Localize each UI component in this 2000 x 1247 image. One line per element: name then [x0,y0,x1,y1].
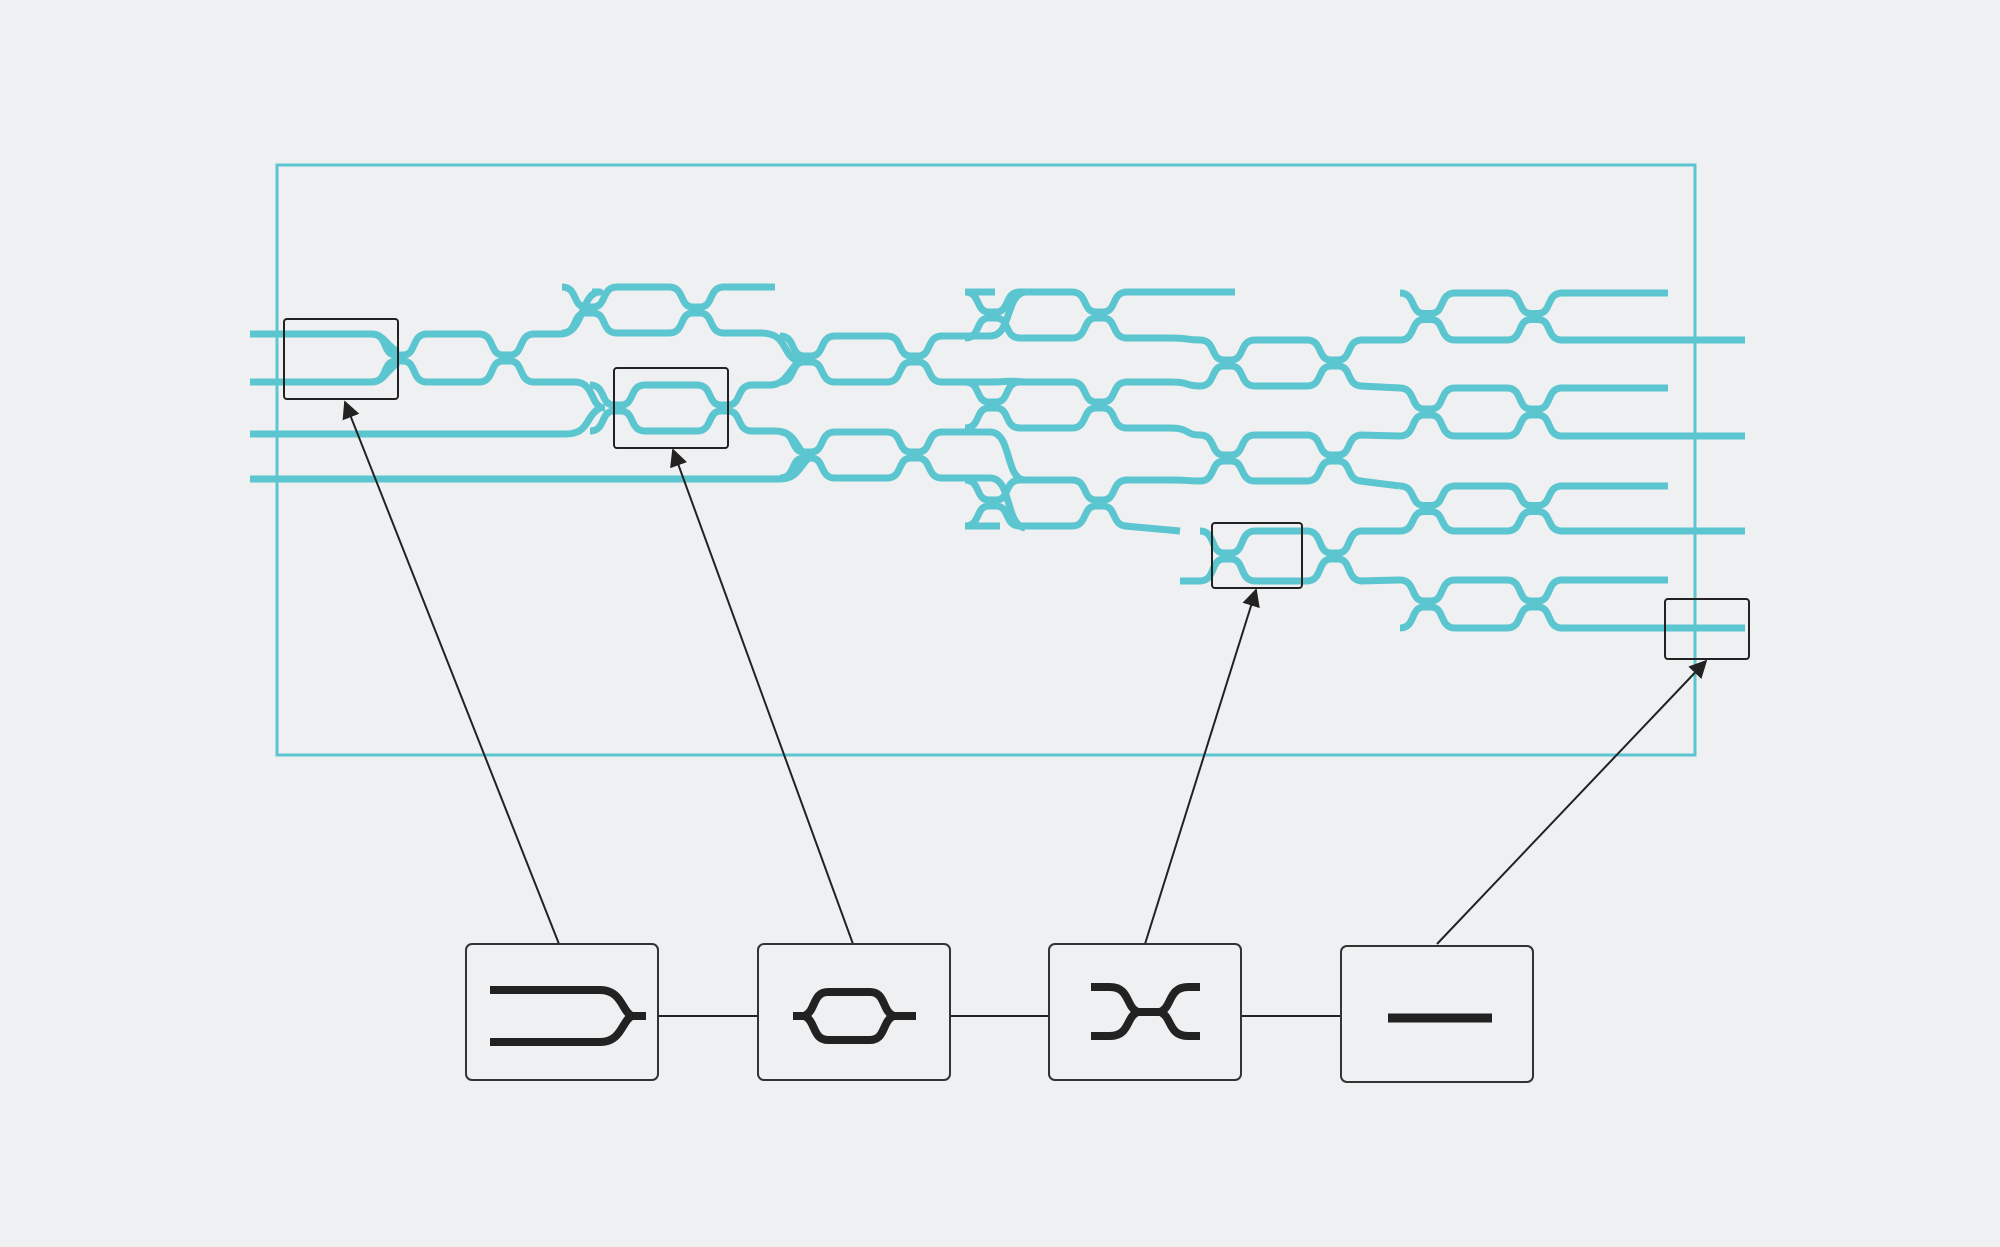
mzi-stage3-b [779,428,943,482]
waveguide-mesh [250,283,1745,632]
mzi-stage4-c [964,476,1128,530]
highlight-box-waveguide [1664,598,1750,660]
mzi-stage3-a [779,332,943,386]
directional-coupler-symbol [490,986,646,1046]
link-5d [1125,476,1201,485]
chip-boundary [275,163,1697,757]
mzi-stage6-c [1399,482,1563,535]
link-5c [1125,424,1201,439]
waveguide-crossing-symbol [1091,983,1200,1040]
mzi-stage5-b [1199,431,1363,485]
mzi-stage6-d [1399,576,1563,632]
link-2a [722,329,802,366]
arrow-waveguide [1436,659,1708,945]
highlight-box-crossing [1211,522,1303,589]
highlight-boxes [283,318,1750,660]
legend [465,943,1534,1083]
mzi-stage5-c [1199,527,1363,585]
highlight-box-mzi [613,367,729,449]
arrow-mzi [670,448,854,945]
legend-item-waveguide [1340,945,1534,1083]
mzi-phase-shifter-symbol [793,988,916,1044]
link-1b [532,378,606,412]
mzi-stage6-a [1399,289,1563,344]
link-3c [940,428,1026,484]
links-6 [1359,336,1401,585]
legend-item-mzi [757,943,951,1081]
mzi-stage4-a [964,288,1128,342]
link-5b [1125,378,1201,390]
input-waveguide-4 [250,452,814,483]
highlight-box-coupler [283,318,399,400]
mzi-stage6-b [1399,384,1563,440]
mzi-stage2-top [561,283,725,337]
mzi-stage5-a [1199,336,1363,390]
legend-item-coupler [465,943,659,1081]
arrow-crossing [1144,588,1260,945]
input-waveguide-3 [250,404,602,438]
mzi-stage2-mid [589,381,753,435]
link-5a [1125,334,1201,344]
mzi-stage4-b [964,378,1128,432]
callout-arrows [342,400,1708,945]
legend-item-crossing [1048,943,1242,1081]
link-5e [1124,522,1181,535]
arrow-coupler [342,400,560,945]
mzi-stage1-a [371,330,535,386]
